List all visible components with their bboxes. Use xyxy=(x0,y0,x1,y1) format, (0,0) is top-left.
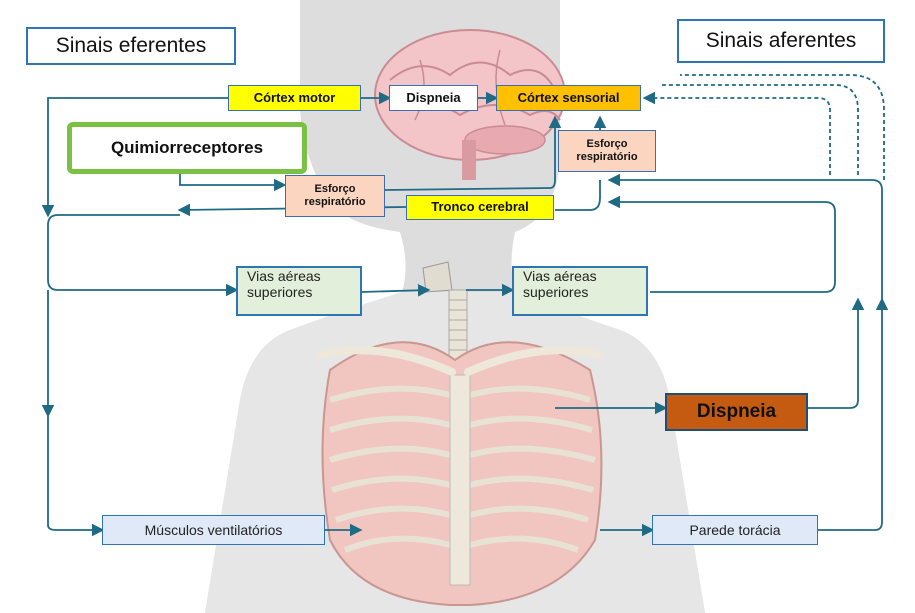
motor-cortex-box: Córtex motor xyxy=(228,85,361,111)
effort-right-line2: respiratório xyxy=(576,151,637,164)
afferent-signals-label: Sinais aferentes xyxy=(677,19,885,63)
effort-right-line1: Esforço xyxy=(587,138,628,151)
effort-left-line2: respiratório xyxy=(304,196,365,209)
airways-left-line2: superiores xyxy=(247,284,312,300)
arrow-dispnea-up xyxy=(808,300,858,408)
chemoreceptors-box: Quimiorreceptores xyxy=(67,122,307,174)
upper-airways-box-left: Vias aéreas superiores xyxy=(236,266,362,316)
airways-right-line2: superiores xyxy=(523,284,588,300)
airways-right-line1: Vias aéreas xyxy=(523,268,597,284)
effort-left-line1: Esforço xyxy=(315,183,356,196)
chest-wall-box: Parede torácia xyxy=(652,515,818,545)
respiratory-effort-box-right: Esforço respiratório xyxy=(558,130,656,172)
dyspnea-small-box: Dispneia xyxy=(389,85,478,111)
arrow-brainstem-to-effort xyxy=(555,180,600,210)
ventilatory-muscles-box: Músculos ventilatórios xyxy=(102,515,325,545)
arrow-right-rail-top xyxy=(610,180,882,300)
airways-left-line1: Vias aéreas xyxy=(247,268,321,284)
sensory-cortex-box: Córtex sensorial xyxy=(496,85,641,111)
arrow-right-rail-up xyxy=(818,300,882,530)
brainstem-box: Tronco cerebral xyxy=(406,195,554,220)
arrow-left-rail-down xyxy=(48,415,102,530)
arrow-dashed-3 xyxy=(680,75,884,180)
respiratory-effort-box-left: Esforço respiratório xyxy=(285,175,385,217)
upper-airways-box-right: Vias aéreas superiores xyxy=(512,266,648,316)
ribcage-illustration xyxy=(320,342,601,605)
dyspnea-large-box: Dispneia xyxy=(665,393,808,431)
efferent-signals-label: Sinais eferentes xyxy=(26,27,236,65)
arrow-dashed-1 xyxy=(645,98,830,175)
arrow-left-loop-to-airways xyxy=(48,215,236,290)
